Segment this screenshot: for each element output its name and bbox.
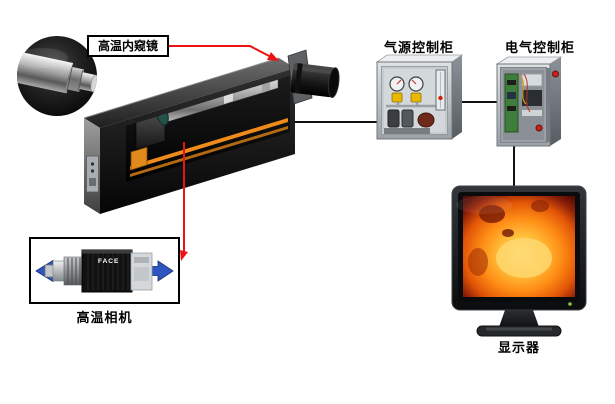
- air-cabinet-top: [375, 54, 464, 63]
- pointer-camera-arrowhead-icon: [180, 250, 188, 261]
- pilot-lamp-icon: [535, 124, 543, 132]
- lens-highlight: [293, 65, 336, 75]
- monitor: [451, 185, 587, 337]
- pcb-chip: [507, 106, 516, 111]
- air-cabinet-side: [452, 55, 462, 139]
- furnace-dark-spot: [531, 200, 549, 212]
- rail-drive-block: [130, 146, 148, 171]
- guide-rail-lower: [130, 126, 288, 177]
- air-manifold: [384, 128, 430, 134]
- camera-back-vent: [134, 257, 149, 263]
- photo-glint: [17, 48, 68, 68]
- furnace-dark-spot: [468, 248, 488, 276]
- guide-rail-upper: [130, 118, 288, 170]
- pointer-endoscope-arrowhead-icon: [267, 52, 279, 61]
- probe-body: [17, 50, 74, 94]
- camera-back-plate: [134, 267, 149, 281]
- wire-red: [523, 73, 531, 113]
- probe-seam: [78, 70, 84, 91]
- air-cabinet: [375, 54, 464, 140]
- screen-glare: [456, 196, 512, 214]
- camera-box: FACE: [29, 237, 180, 304]
- housing-top-face: [84, 58, 295, 128]
- monitor-label: 显示器: [497, 340, 540, 355]
- camera-lens-step: [52, 260, 66, 282]
- monitor-base-highlight: [486, 327, 552, 331]
- camera-cooling-ridges: [87, 252, 129, 290]
- lens-focus-ridges: [67, 258, 81, 284]
- camera-brand-text: FACE: [98, 258, 119, 265]
- endoscope-label: 高温内窥镜: [87, 35, 169, 57]
- panel-slot: [89, 178, 96, 186]
- endoscope-photo: [17, 36, 97, 116]
- pointer-endoscope-line: [168, 45, 272, 58]
- furnace-dark-spot: [502, 229, 514, 237]
- furnace-hot-core: [496, 238, 552, 278]
- lens-assembly: [290, 62, 340, 99]
- main-housing: [83, 49, 340, 214]
- pcb-chip: [507, 80, 516, 85]
- terminal-strip: [522, 110, 542, 116]
- air-tank: [417, 112, 435, 128]
- housing-top-edge-highlight: [83, 57, 280, 119]
- wire-yellow: [519, 75, 527, 105]
- panel-knob-icon: [90, 162, 95, 166]
- power-led-icon: [568, 302, 572, 306]
- electric-cabinet-label: 电气控制柜: [504, 40, 575, 55]
- cabinet-door-edge: [546, 68, 550, 142]
- endoscope-probe: [17, 48, 97, 94]
- probe-seam: [66, 64, 74, 92]
- camera-body-highlight: [82, 250, 132, 254]
- air-cabinet-label: 气源控制柜: [383, 40, 454, 55]
- panel-knob-icon: [90, 169, 95, 173]
- pcb-board: [504, 73, 519, 133]
- pcb-chip: [507, 92, 516, 99]
- regulator-knob: [410, 92, 422, 103]
- filter-bowl: [387, 109, 400, 128]
- camera-lens-tip: [44, 264, 55, 278]
- camera-label: 高温相机: [76, 310, 133, 325]
- furnace-dark-spot: [479, 205, 505, 223]
- lens-ring: [294, 63, 303, 94]
- connection-cables: [294, 101, 515, 192]
- callout-pointers: [168, 45, 279, 261]
- air-piping: [386, 102, 444, 108]
- gauge-needle: [396, 79, 402, 85]
- monitor-stand: [499, 310, 539, 327]
- lens-front-cap: [327, 67, 340, 99]
- gauge-needle: [411, 79, 417, 85]
- electric-cabinet-top: [495, 56, 563, 65]
- filter-bowl: [401, 109, 414, 128]
- flow-meter-float: [438, 95, 443, 101]
- camera-body: [81, 249, 133, 293]
- housing-side-panel: [86, 155, 99, 193]
- regulator-knob: [391, 92, 403, 103]
- electric-cabinet: [495, 56, 563, 147]
- emergency-button-icon: [552, 70, 559, 78]
- electric-cabinet-side: [550, 57, 561, 146]
